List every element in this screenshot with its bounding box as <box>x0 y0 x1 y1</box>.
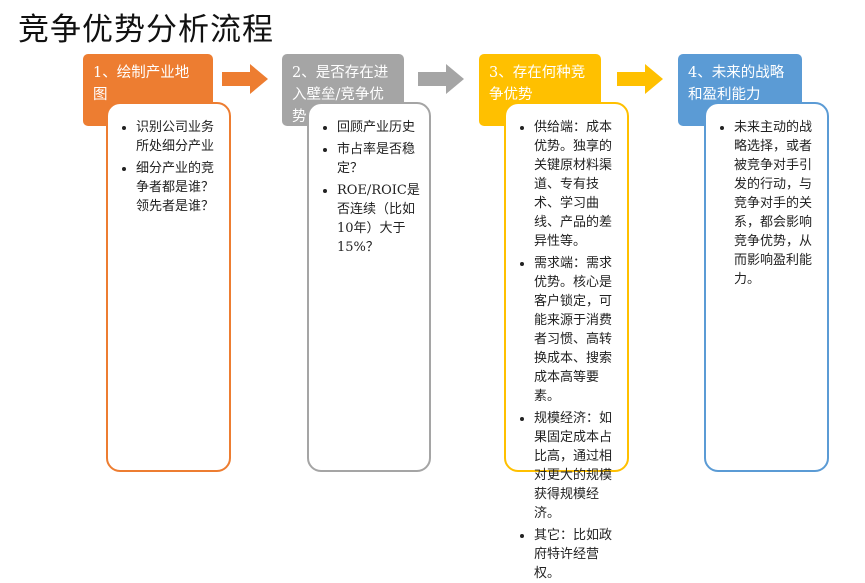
step-3-bullet: 需求端：需求优势。核心是客户锁定，可能来源于消费者习惯、高转换成本、搜索成本高等… <box>534 254 619 406</box>
step-3-header-label: 3、存在何种竞争优势 <box>489 65 586 103</box>
step-2-bullet: 回顾产业历史 <box>337 118 421 137</box>
step-2-header: 2、是否存在进入壁垒/竞争优势 <box>282 54 404 126</box>
step-3-bullet: 规模经济：如果固定成本占比高，通过相对更大的规模获得规模经济。 <box>534 409 619 523</box>
page-title: 竞争优势分析流程 <box>18 12 274 48</box>
arrow-right-icon <box>418 64 464 94</box>
step-1-header-label: 1、绘制产业地图 <box>93 65 190 103</box>
step-3-bullet: 供给端：成本优势。独享的关键原材料渠道、专有技术、学习曲线、产品的差异性等。 <box>534 118 619 251</box>
step-1-box: 识别公司业务所处细分产业 细分产业的竞争者都是谁？领先者是谁？ <box>106 102 231 472</box>
step-4-bullet: 未来主动的战略选择，或者被竞争对手引发的行动，与竞争对手的关系，都会影响竞争优势… <box>734 118 819 289</box>
arrow-right-icon <box>617 64 663 94</box>
step-4-header-label: 4、未来的战略和盈利能力 <box>688 65 785 103</box>
step-1-bullet: 细分产业的竞争者都是谁？领先者是谁？ <box>136 159 221 216</box>
arrow-right-icon <box>222 64 268 94</box>
step-2-bullet: 市占率是否稳定？ <box>337 140 421 178</box>
step-2-header-label: 2、是否存在进入壁垒/竞争优势 <box>292 65 389 125</box>
step-4-box: 未来主动的战略选择，或者被竞争对手引发的行动，与竞争对手的关系，都会影响竞争优势… <box>704 102 829 472</box>
step-1-bullet: 识别公司业务所处细分产业 <box>136 118 221 156</box>
step-3-box: 供给端：成本优势。独享的关键原材料渠道、专有技术、学习曲线、产品的差异性等。 需… <box>504 102 629 581</box>
step-3-bullet: 其它：比如政府特许经营权。 <box>534 526 619 583</box>
step-2-bullet: ROE/ROIC是否连续（比如10年）大于15%？ <box>337 181 421 257</box>
step-2-box: 回顾产业历史 市占率是否稳定？ ROE/ROIC是否连续（比如10年）大于15%… <box>307 102 431 472</box>
